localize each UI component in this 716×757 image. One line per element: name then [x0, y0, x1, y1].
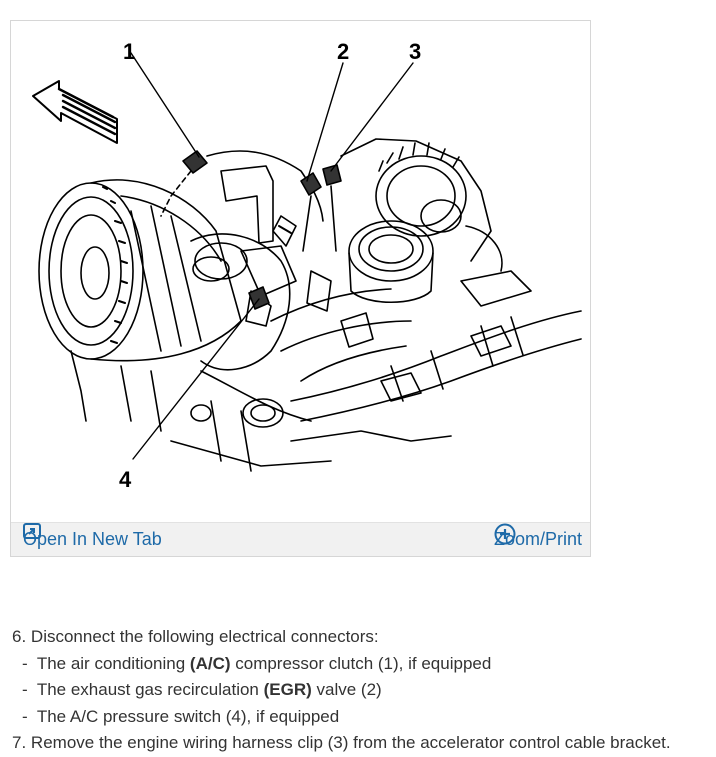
connector-3: [322, 164, 342, 186]
engine-diagram-figure: 1 2 3 4 Open In New Tab Zoom/Print: [10, 20, 591, 557]
instructions: 6. Disconnect the following electrical c…: [12, 624, 712, 757]
callout-2: 2: [337, 39, 350, 64]
step-6-item-1: - The air conditioning (A/C) compressor …: [22, 653, 492, 673]
zoom-print-label: Zoom/Print: [493, 529, 582, 549]
open-in-new-tab-button[interactable]: Open In New Tab: [23, 523, 162, 556]
callout-1: 1: [123, 39, 136, 64]
connector-1: [182, 150, 208, 174]
open-in-new-tab-label: Open In New Tab: [23, 529, 162, 549]
connector-4: [248, 286, 270, 310]
engine-line-drawing: [32, 52, 582, 472]
step-6-item-3: - The A/C pressure switch (4), if equipp…: [22, 706, 340, 726]
zoom-plus-icon: [494, 523, 516, 545]
callout-3: 3: [409, 39, 422, 64]
step-6-number: 6.: [12, 627, 27, 646]
step-7: 7. Remove the engine wiring harness clip…: [12, 730, 712, 757]
step-7-number: 7.: [12, 733, 27, 752]
step-7-text: Remove the engine wiring harness clip (3…: [30, 733, 671, 752]
figure-toolbar: Open In New Tab Zoom/Print: [11, 522, 590, 556]
zoom-print-button[interactable]: Zoom/Print: [494, 523, 582, 556]
open-in-new-tab-icon: [23, 523, 41, 539]
step-6-item-2: - The exhaust gas recirculation (EGR) va…: [22, 680, 382, 699]
step-6-text: Disconnect the following electrical conn…: [30, 627, 379, 646]
step-6: 6. Disconnect the following electrical c…: [12, 624, 712, 651]
callout-4: 4: [119, 467, 132, 492]
